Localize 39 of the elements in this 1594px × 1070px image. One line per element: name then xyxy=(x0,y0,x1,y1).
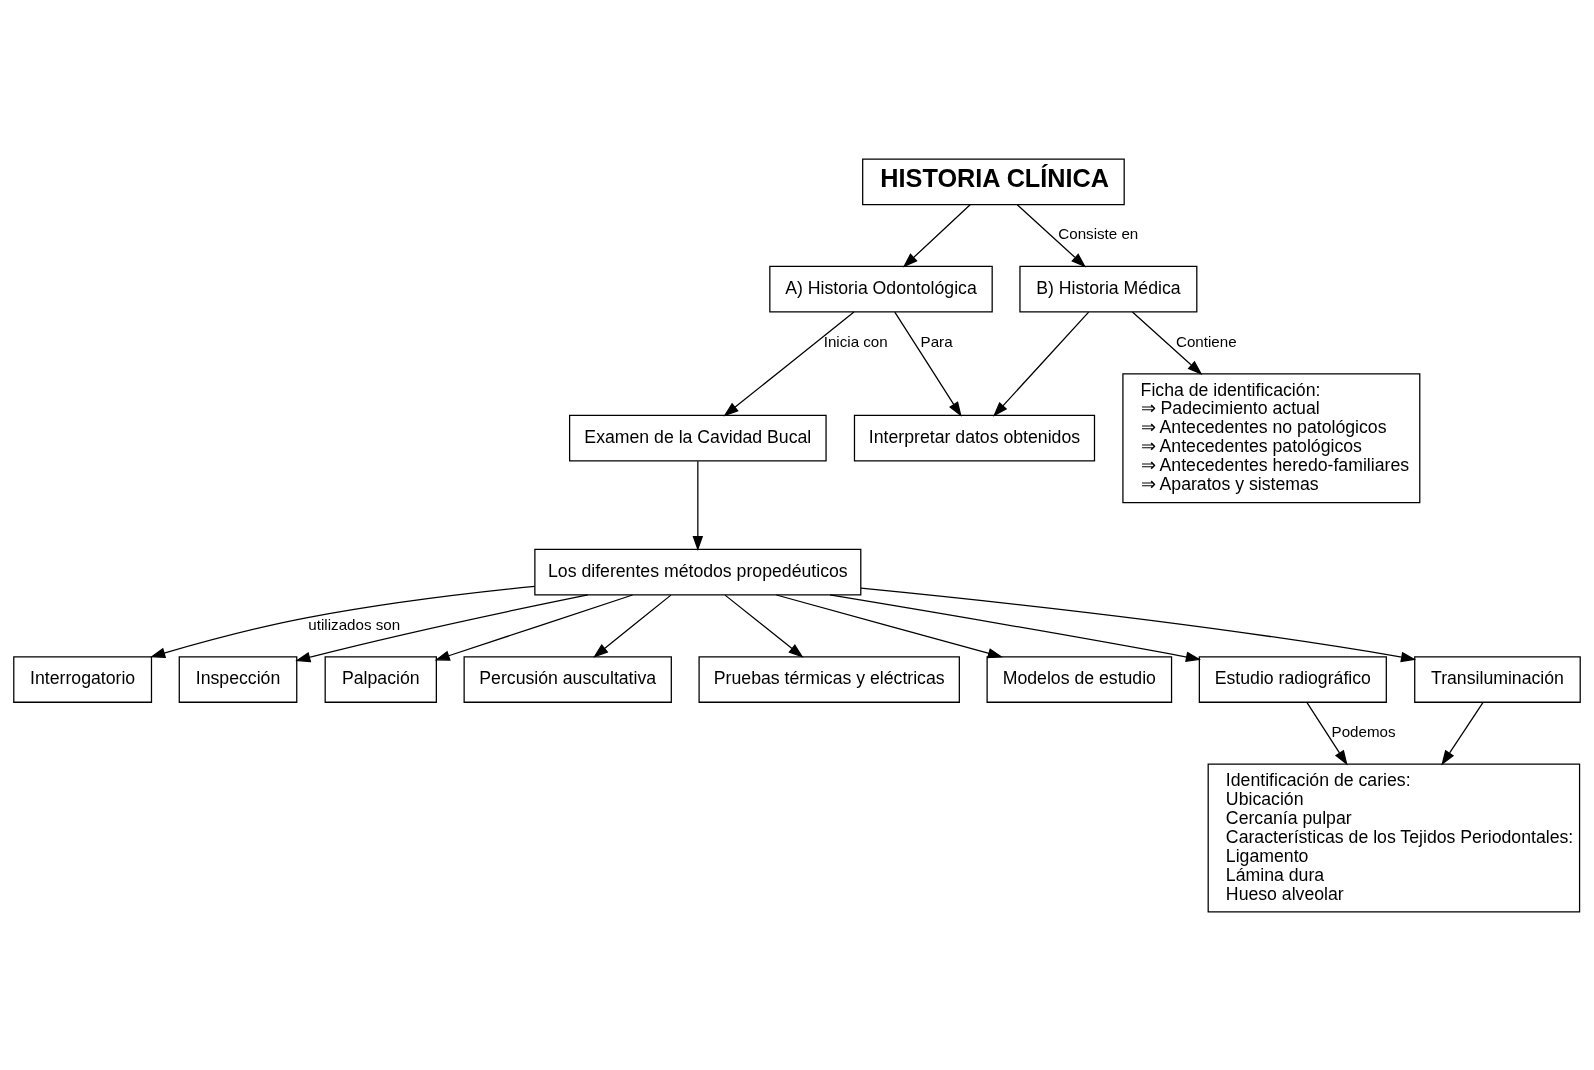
arrow xyxy=(993,310,1090,417)
edge-label: Para xyxy=(920,332,953,350)
arrow xyxy=(1131,310,1203,375)
arrow xyxy=(1441,701,1484,765)
node-box: Estudio radiográfico xyxy=(1198,655,1387,703)
edge-label: Inicia con xyxy=(823,332,888,350)
arrow xyxy=(1016,203,1086,267)
arrow xyxy=(150,585,536,658)
edge-label: Contiene xyxy=(1175,332,1237,350)
node-box: Pruebas térmicas y eléctricas xyxy=(698,655,960,703)
node-box: Identificación de caries: Ubicación Cercanía pulpar Características de los Tejidos Periodontales: Ligamento Lámina dura Hueso alveolar xyxy=(1207,763,1581,913)
arrow xyxy=(724,594,804,658)
node-box: Interrogatorio xyxy=(13,655,153,703)
node-box: Examen de la Cavidad Bucal xyxy=(569,414,827,462)
node-box: Ficha de identificación: ⇒ Padecimiento actual ⇒ Antecedentes no patológicos ⇒ Antecedentes patológicos ⇒ Antecedentes heredo-familiares ⇒ Aparatos y sistemas xyxy=(1122,372,1421,503)
arrow xyxy=(593,594,672,658)
arrow xyxy=(860,587,1417,662)
node-box: Transiluminación xyxy=(1414,655,1581,703)
arrow xyxy=(295,593,589,662)
edge-label: utilizados son xyxy=(308,615,401,633)
edge-label: Consiste en xyxy=(1058,224,1139,242)
node-box: Inspección xyxy=(178,655,298,703)
arrow xyxy=(829,593,1202,662)
arrow xyxy=(902,203,971,267)
node-box: Palpación xyxy=(324,655,437,703)
arrow xyxy=(1306,701,1348,765)
node-box: HISTORIA CLÍNICA xyxy=(862,157,1125,205)
arrow xyxy=(692,460,704,551)
edge-label: Podemos xyxy=(1331,722,1396,740)
node-box: Modelos de estudio xyxy=(986,655,1173,703)
node-box: A) Historia Odontológica xyxy=(769,265,993,313)
arrow xyxy=(894,310,962,417)
node-box: Los diferentes métodos propedéuticos xyxy=(534,548,862,595)
node-box: Interpretar datos obtenidos xyxy=(853,414,1096,462)
arrow xyxy=(723,310,855,416)
arrow xyxy=(775,593,1003,658)
node-box: Percusión auscultativa xyxy=(463,655,672,703)
arrow xyxy=(434,593,634,661)
node-box: B) Historia Médica xyxy=(1019,265,1198,313)
